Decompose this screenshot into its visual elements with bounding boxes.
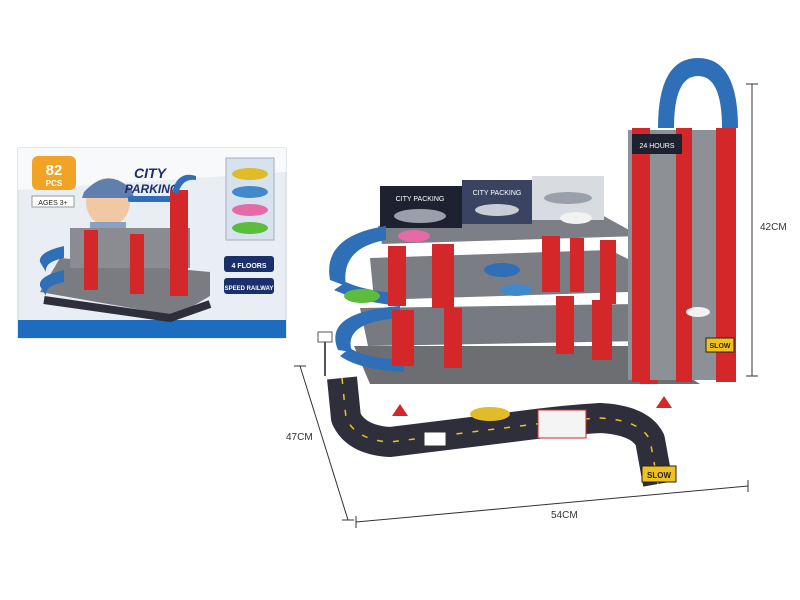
- feature-badges: 4 FLOORS SPEED RAILWAY: [224, 256, 274, 294]
- depth-dimension-line: [299, 365, 349, 521]
- blue-arch: [658, 58, 738, 128]
- feature-speed: SPEED RAILWAY: [225, 286, 274, 292]
- depth-dimension-label: 47CM: [286, 432, 313, 443]
- car-inset-panel: [225, 157, 275, 241]
- boy-photo: [82, 178, 134, 244]
- road-accessories: [317, 331, 672, 447]
- product-box: 82 PCS CITY PARKING AGES 3+: [17, 147, 287, 339]
- svg-text:AGES 3+: AGES 3+: [38, 200, 67, 207]
- box-garage-image: [39, 174, 212, 323]
- dimension-lines: [294, 83, 758, 528]
- tall-tower: 24 HOURS SLOW: [628, 58, 738, 382]
- piece-unit: PCS: [46, 179, 63, 188]
- road-track: SLOW: [327, 376, 677, 487]
- brand-logo: CITY PARKING: [125, 165, 179, 202]
- billboard-tower: 24 HOURS: [639, 143, 674, 150]
- blue-spiral-ramp: [329, 226, 404, 372]
- piece-count: 82: [46, 162, 63, 179]
- billboard-left: CITY PACKING: [396, 196, 445, 203]
- billboard-middle: CITY PACKING: [473, 190, 522, 197]
- slow-sign-road: SLOW: [641, 465, 677, 483]
- width-dimension-label: 54CM: [551, 510, 578, 521]
- svg-text:SLOW: SLOW: [710, 343, 731, 350]
- floor-ground: [354, 346, 700, 384]
- piece-count-badge: 82 PCS: [32, 156, 76, 190]
- brand-line1: CITY: [134, 165, 168, 181]
- billboards: CITY PACKING CITY PACKING: [380, 176, 604, 228]
- slow-sign-tower: SLOW: [705, 337, 735, 353]
- svg-text:SLOW: SLOW: [647, 471, 671, 480]
- feature-floors: 4 FLOORS: [231, 263, 266, 270]
- height-dimension-label: 42CM: [760, 222, 787, 233]
- width-dimension-line: [355, 485, 749, 523]
- toy-cars: [398, 212, 710, 421]
- parking-garage-playset: SLOW CITY PACKING CITY PACKING: [317, 58, 738, 487]
- yellow-car: [470, 407, 510, 421]
- brand-line2: PARKING: [125, 182, 179, 196]
- green-car: [344, 289, 380, 303]
- age-label: AGES 3+: [31, 195, 75, 208]
